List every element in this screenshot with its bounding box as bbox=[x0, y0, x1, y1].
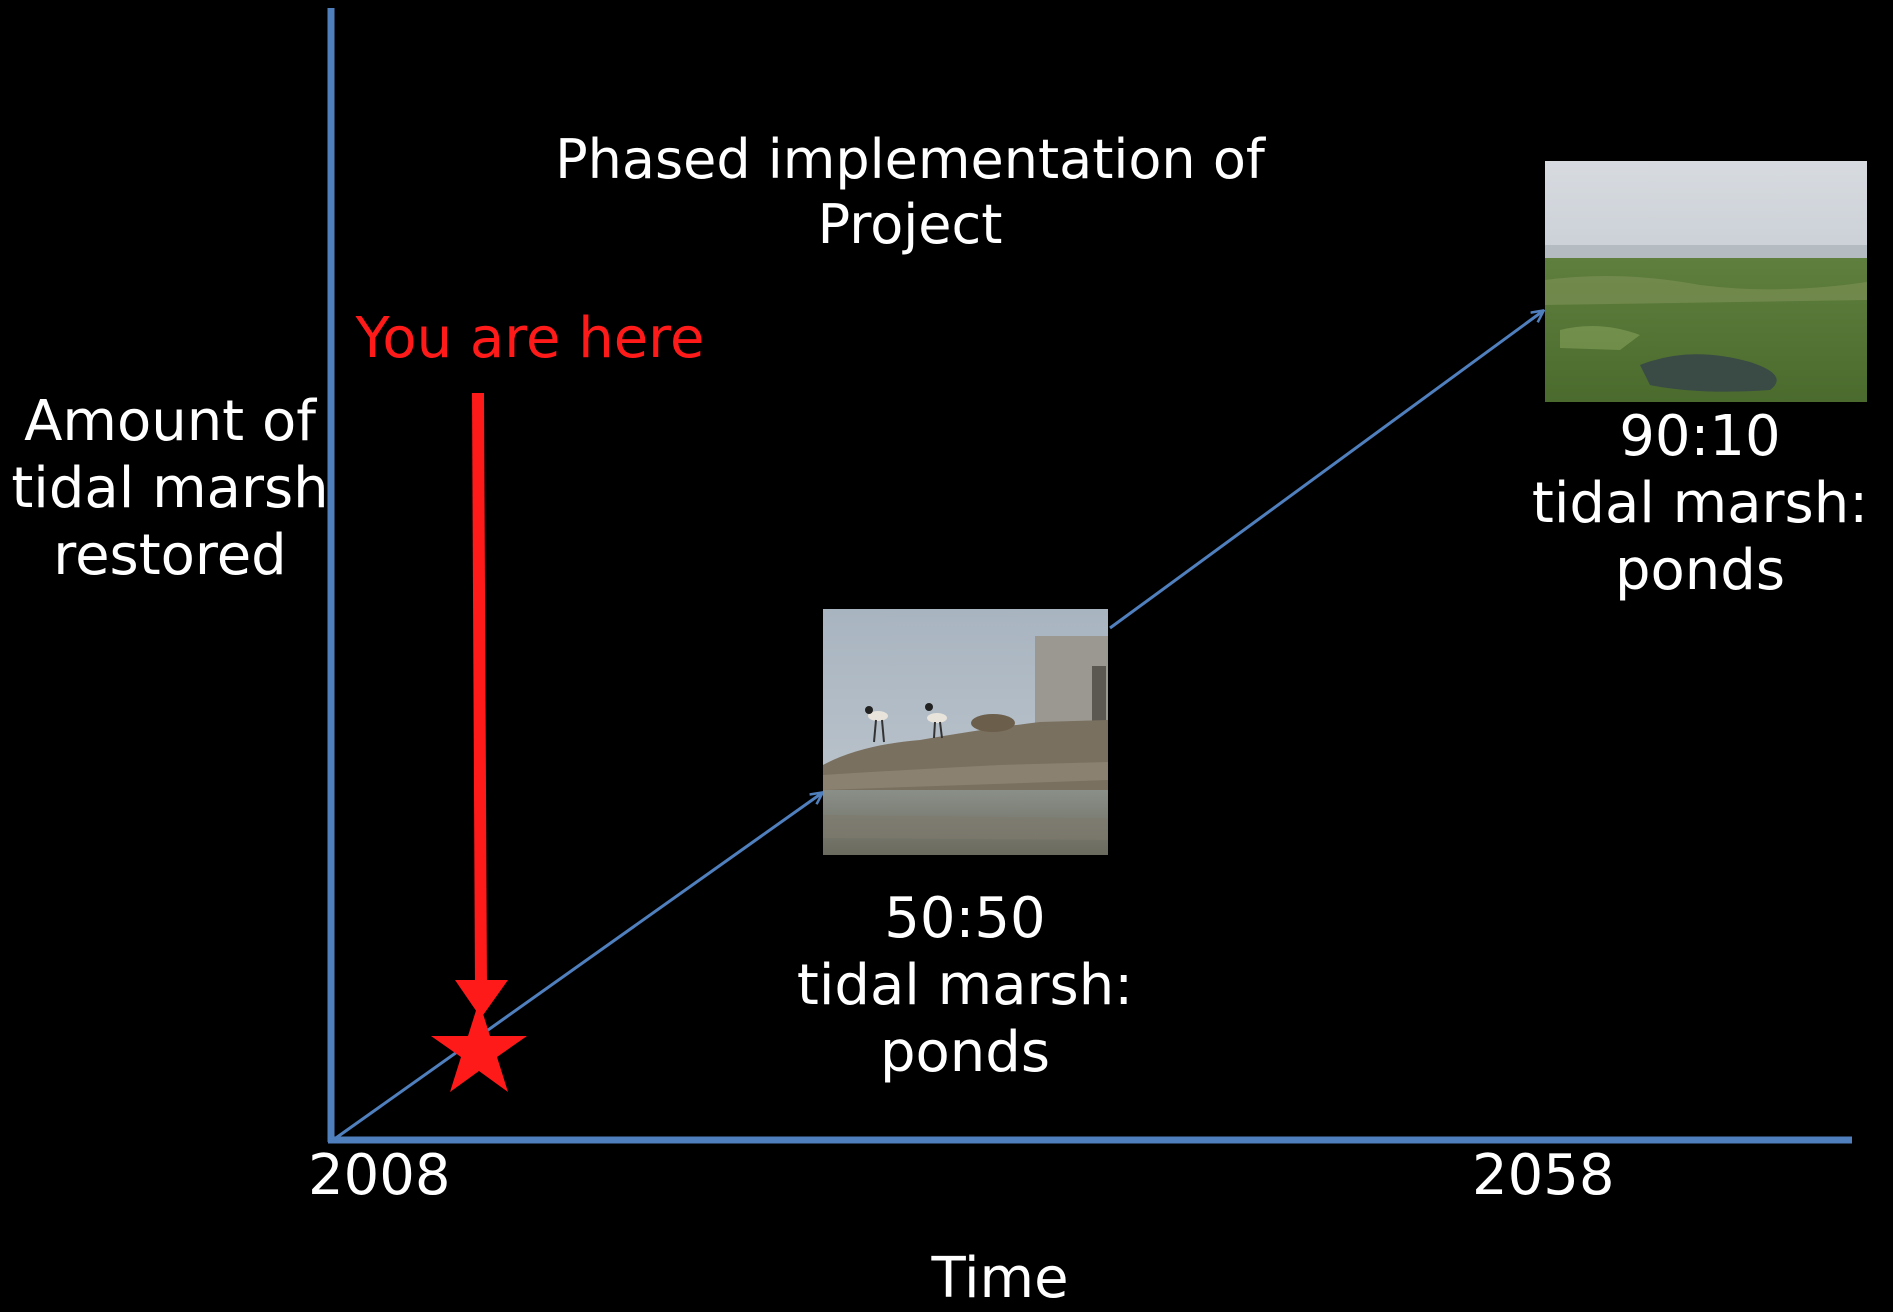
milestone-1-line-1: tidal marsh: bbox=[796, 953, 1134, 1019]
star-icon bbox=[431, 1001, 527, 1092]
y-axis-label-line-2: tidal marsh bbox=[11, 456, 329, 522]
milestone-2-line-2: ponds bbox=[1614, 538, 1786, 604]
photo-marsh bbox=[1545, 161, 1867, 402]
title-line-2: Project bbox=[817, 192, 1003, 256]
milestone-label-1: 50:50 tidal marsh: ponds bbox=[760, 885, 1170, 1087]
x-axis-label: Time bbox=[931, 1246, 1069, 1311]
progress-arrow-2 bbox=[1109, 311, 1543, 630]
you-are-here-label: You are here bbox=[355, 306, 705, 371]
y-axis-label-line-3: restored bbox=[53, 523, 287, 589]
milestone-1-ratio: 50:50 bbox=[884, 886, 1046, 951]
y-axis-label: Amount of tidal marsh restored bbox=[0, 388, 340, 590]
y-axis-label-line-1: Amount of bbox=[24, 389, 316, 454]
you-are-here-arrow bbox=[472, 392, 487, 991]
milestone-label-2: 90:10 tidal marsh: ponds bbox=[1510, 403, 1890, 605]
diagram-title: Phased implementation of Project bbox=[470, 128, 1350, 258]
you-are-here-arrowhead bbox=[455, 980, 508, 1018]
milestone-2-line-1: tidal marsh: bbox=[1531, 471, 1869, 537]
photo-shorebirds bbox=[823, 609, 1108, 855]
progress-arrow-1 bbox=[332, 793, 822, 1142]
milestone-2-ratio: 90:10 bbox=[1619, 404, 1781, 469]
milestone-1-line-2: ponds bbox=[879, 1020, 1051, 1086]
x-tick-end: 2058 bbox=[1472, 1143, 1615, 1208]
x-tick-start: 2008 bbox=[308, 1143, 451, 1208]
title-line-1: Phased implementation of bbox=[555, 128, 1265, 191]
